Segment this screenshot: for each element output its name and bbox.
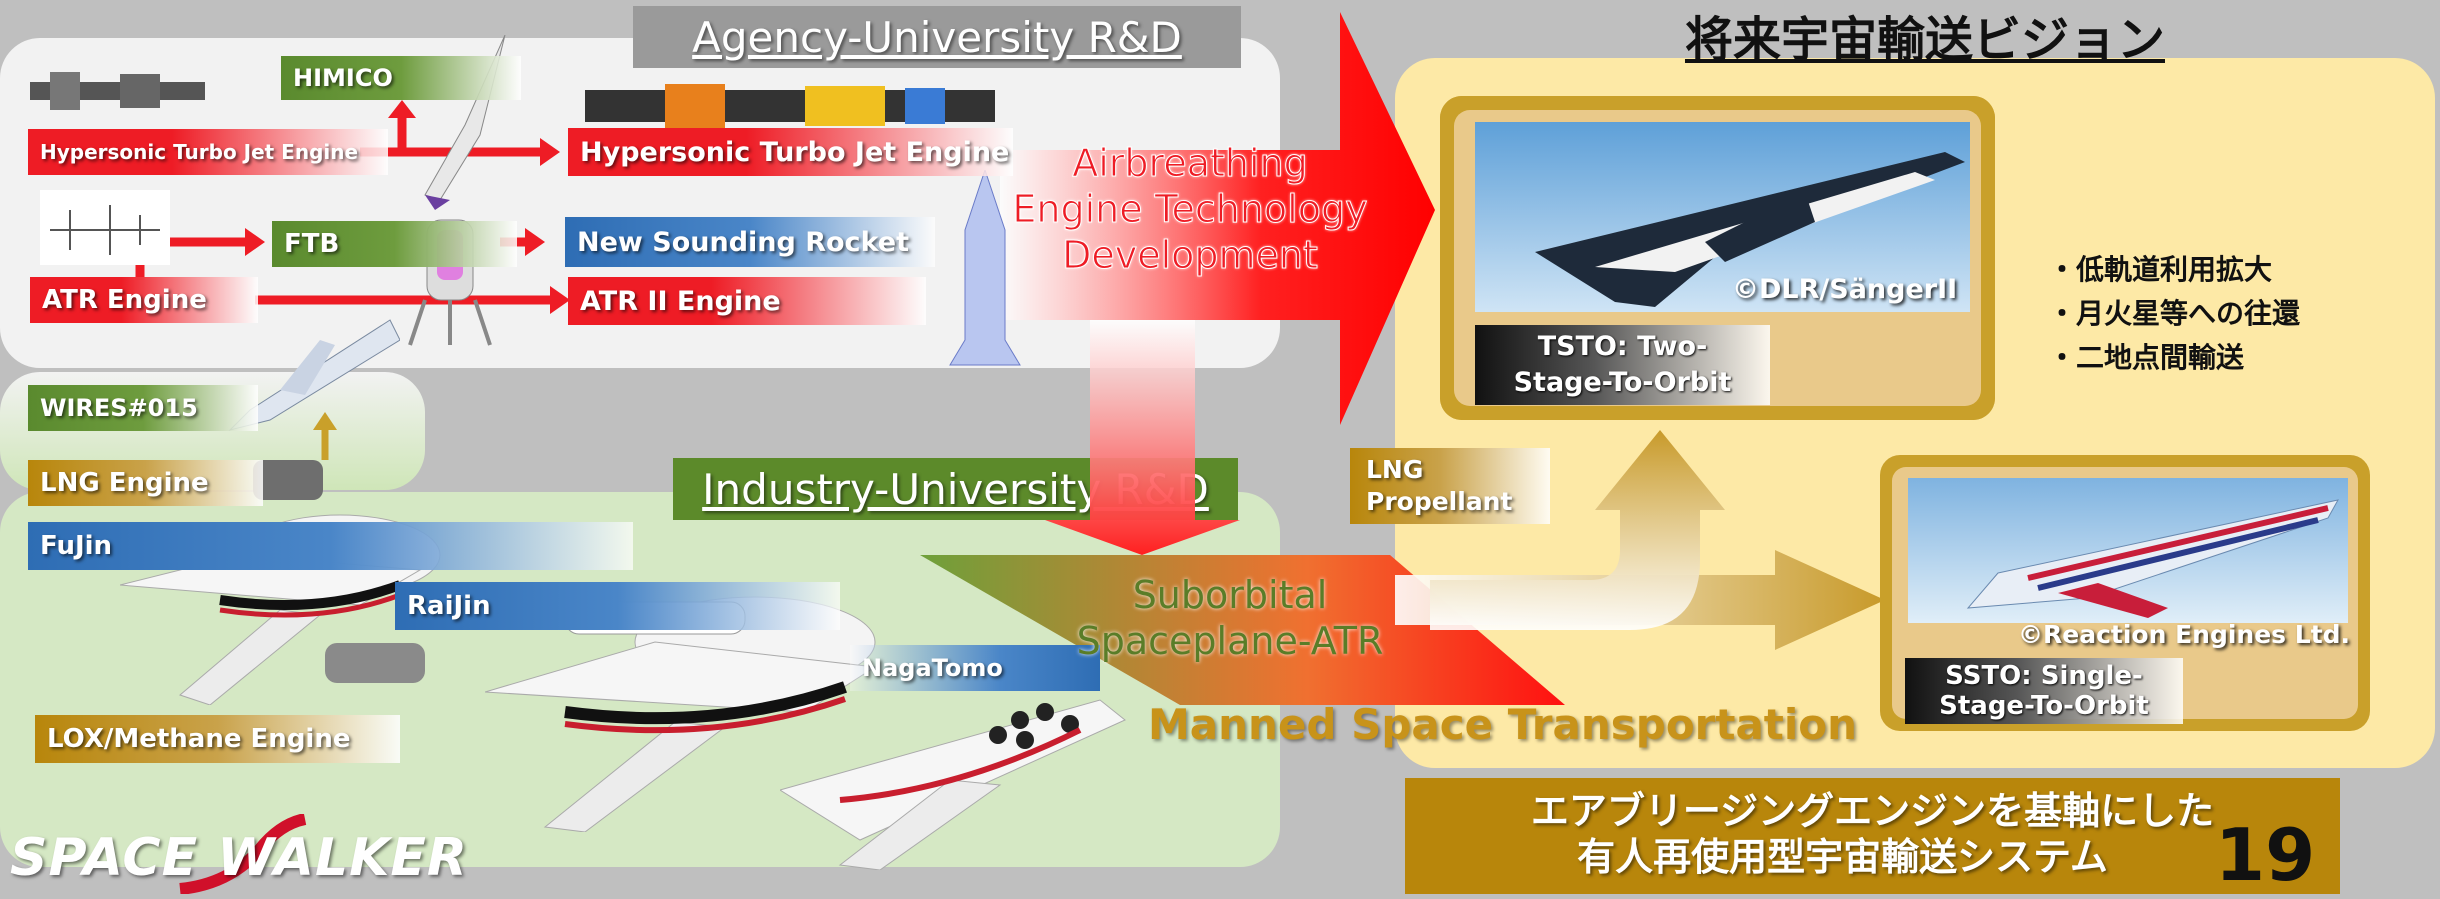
airbreathing-line2: Engine Technology: [1012, 187, 1368, 232]
wires-label: WIRES#015: [28, 385, 258, 431]
hypersonic-engine-large-image: [585, 84, 995, 128]
lng-engine-image: [253, 460, 323, 500]
tsto-label: TSTO: Two- Stage-To-Orbit: [1475, 325, 1770, 405]
nagatomo-spaceplane-image: [780, 699, 1126, 870]
agency-title: Agency-University R&D: [633, 6, 1241, 68]
summary-line2: 有人再使用型宇宙輸送システム: [1577, 835, 2108, 879]
tsto-arrow: [1430, 430, 1725, 630]
fujin-label: FuJin: [28, 522, 633, 570]
space-walker-logo: SPACE WALKER: [10, 814, 470, 894]
summary-line1: エアブリージングエンジンを基軸にした: [1530, 789, 2215, 833]
himico-label: HIMICO: [281, 56, 521, 100]
bullet-leo: ・低軌道利用拡大: [2048, 253, 2273, 286]
ssto-image: [1908, 478, 2348, 623]
vision-bullets: ・低軌道利用拡大 ・月火星等への往還 ・二地点間輸送: [2048, 248, 2300, 380]
summary-box: エアブリージングエンジンを基軸にした 有人再使用型宇宙輸送システム: [1405, 778, 2340, 894]
tsto-image: [1475, 122, 1970, 312]
lng-propellant-line2: Propellant: [1366, 487, 1513, 516]
airbreathing-line3: Development: [1062, 233, 1319, 278]
raijin-label: RaiJin: [395, 582, 840, 630]
logo-text: SPACE WALKER: [10, 828, 468, 888]
suborbital-line2: Spaceplane-ATR: [1076, 619, 1384, 663]
lng-propellant-line1: LNG: [1366, 455, 1424, 484]
sounding-rocket-image: [949, 170, 1021, 366]
tsto-line2: Stage-To-Orbit: [1513, 367, 1732, 398]
tsto-line1: TSTO: Two-: [1537, 331, 1708, 362]
bullet-moon-mars: ・月火星等への往還: [2048, 297, 2301, 330]
atr2-engine-label: ATR II Engine: [568, 277, 926, 325]
atr-drawing-image: [40, 190, 170, 265]
logo-swoosh-icon: [179, 814, 307, 894]
atr-engine-label: ATR Engine: [30, 277, 258, 323]
suborbital-line1: Suborbital: [1132, 573, 1328, 617]
down-arrow: [1045, 320, 1240, 555]
lng-engine-label: LNG Engine: [28, 460, 263, 506]
hypersonic-engine-small-label: Hypersonic Turbo Jet Engine: [28, 129, 388, 175]
suborbital-text: Suborbital Spaceplane-ATR: [1050, 572, 1410, 664]
page-number: 19: [2215, 813, 2316, 897]
ftb-label: FTB: [272, 221, 517, 267]
lox-methane-engine-label: LOX/Methane Engine: [35, 715, 400, 763]
lox-engine-image: [325, 643, 425, 683]
ssto-line1: SSTO: Single-: [1945, 661, 2143, 691]
manned-space-transportation-text: Manned Space Transportation: [1148, 700, 1858, 749]
ssto-line2: Stage-To-Orbit: [1939, 691, 2149, 721]
bullet-point-to-point: ・二地点間輸送: [2048, 341, 2245, 374]
nagatomo-label: NagaTomo: [850, 645, 1100, 691]
new-sounding-rocket-label: New Sounding Rocket: [565, 217, 935, 267]
airbreathing-text: Airbreathing Engine Technology Developme…: [980, 140, 1400, 278]
dlr-credit: ©DLR/SängerII: [1732, 274, 1958, 305]
reaction-engines-credit: ©Reaction Engines Ltd.: [2018, 620, 2351, 649]
himico-rocket-image: [424, 35, 506, 210]
ssto-label: SSTO: Single- Stage-To-Orbit: [1905, 658, 2183, 724]
airbreathing-arrow: [1000, 12, 1435, 425]
airbreathing-line1: Airbreathing: [1072, 141, 1309, 186]
hypersonic-engine-large-label: Hypersonic Turbo Jet Engine: [568, 128, 1013, 176]
lng-propellant-label: LNG Propellant: [1350, 448, 1550, 524]
hypersonic-engine-image: [30, 72, 205, 110]
